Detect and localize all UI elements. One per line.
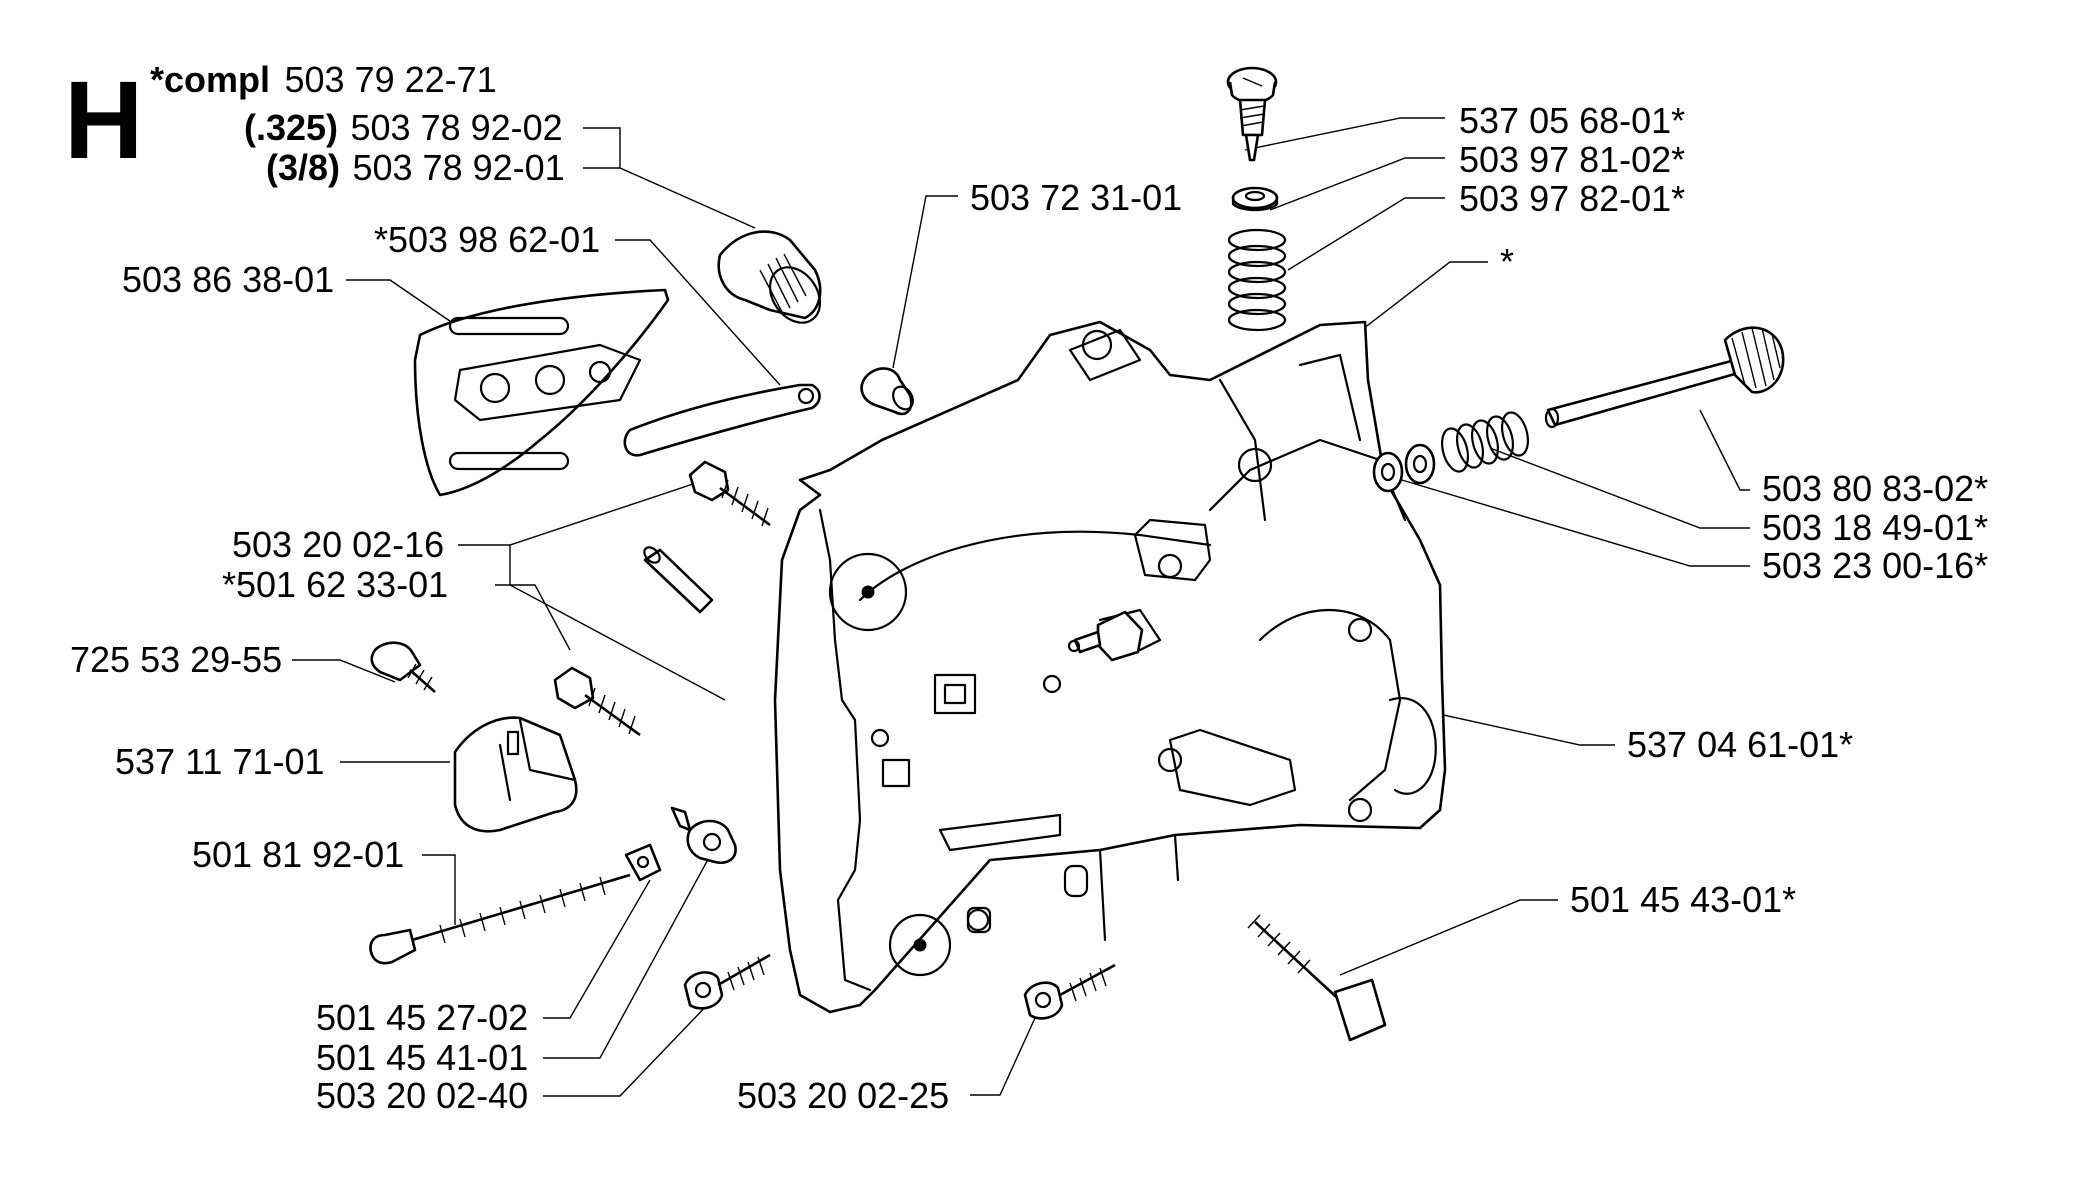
tensioner-window — [933, 673, 977, 715]
leader-503-20-02-16-a — [458, 479, 706, 546]
bolt-503-20-02-40 — [683, 953, 771, 1010]
variant-3-8-label: (3/8) — [266, 147, 340, 188]
label-537-05-68-01: 537 05 68-01* — [1459, 100, 1685, 141]
catch-537-11-71-01 — [453, 716, 578, 833]
label-503-98-62-01: *503 98 62-01 — [374, 219, 600, 260]
spacer-sleeve — [643, 546, 714, 614]
label-503-23-00-16: 503 23 00-16* — [1762, 545, 1988, 586]
variant-3-8-part-number: (3/8) 503 78 92-01 — [266, 147, 565, 188]
washers-503-23-00-16 — [1372, 443, 1436, 493]
leader-537-05-68-01 — [1244, 117, 1445, 151]
tensioner-knob — [717, 230, 822, 324]
label-503-20-02-40: 503 20 02-40 — [316, 1075, 528, 1116]
leader-503-80-83-02 — [1699, 409, 1750, 491]
label-503-20-02-25: 503 20 02-25 — [737, 1075, 949, 1116]
section-letter: H — [64, 59, 143, 182]
variant-3-8-number: 503 78 92-01 — [352, 147, 564, 188]
washer-503-97-81-02 — [1231, 186, 1279, 212]
variant-325-number: 503 78 92-02 — [351, 107, 563, 148]
clutch-cover — [773, 320, 1447, 1014]
label-503-97-82-01: 503 97 82-01* — [1459, 178, 1685, 219]
label-501-81-92-01: 501 81 92-01 — [192, 834, 404, 875]
leader-503-97-82-01 — [1287, 197, 1445, 271]
label-537-04-61-01: 537 04 61-01* — [1627, 724, 1853, 765]
label-503-72-31-01: 503 72 31-01 — [970, 177, 1182, 218]
leader-503-86-38-01 — [346, 279, 461, 329]
tensioner-pinion-503-80-83-02 — [1544, 326, 1785, 429]
leader-501-45-41-01 — [543, 851, 713, 1059]
pin-503-72-31-01 — [860, 367, 914, 416]
nipple-537-04-61-01 — [1067, 610, 1144, 662]
adjuster-screw-537-05-68-01 — [1226, 66, 1278, 162]
label-503-86-38-01: 503 86 38-01 — [122, 259, 334, 300]
leader-503-20-02-25 — [970, 1017, 1036, 1096]
bar-stud-boss-lower — [888, 913, 952, 977]
variant-325-part-number: (.325) 503 78 92-02 — [244, 107, 563, 148]
leader-503-20-02-16-b — [509, 545, 726, 701]
bolt-503-20-02-16-upper — [688, 460, 771, 527]
spring-503-97-82-01 — [1227, 228, 1287, 332]
label-501-45-27-02: 501 45 27-02 — [316, 997, 528, 1038]
chain-guide-strip — [623, 383, 821, 457]
leader-501-45-43-01 — [1339, 899, 1558, 976]
leader-501-81-92-01 — [422, 854, 456, 925]
leader-503-97-81-02 — [1269, 157, 1445, 211]
leader-bar-adjuster-bracket — [619, 167, 756, 229]
label-537-11-71-01: 537 11 71-01 — [115, 741, 325, 782]
label-503-80-83-02: 503 80 83-02* — [1762, 468, 1988, 509]
leader-503-23-00-16 — [1384, 474, 1750, 567]
nut-501-45-27-02 — [624, 843, 662, 882]
leader-503-72-31-01 — [892, 195, 958, 369]
spring-503-18-49-01 — [1440, 411, 1530, 473]
label-503-20-02-16: 503 20 02-16 — [232, 524, 444, 565]
screw-725-53-29-55 — [370, 641, 436, 693]
bar-guide-plate — [413, 288, 670, 497]
adjuster-screw — [369, 873, 631, 965]
leader-variant-bracket — [583, 127, 621, 169]
cover-hole-top — [1081, 329, 1113, 361]
label-star: * — [1500, 241, 1514, 282]
screw-501-45-43-01 — [1247, 914, 1387, 1042]
bolt-503-20-02-16-lower — [553, 666, 641, 737]
variant-325-label: (.325) — [244, 107, 338, 148]
label-503-97-81-02: 503 97 81-02* — [1459, 139, 1685, 180]
label-501-45-43-01: 501 45 43-01* — [1570, 879, 1796, 920]
leader-501-62-33-01 — [495, 584, 571, 651]
compl-part-number: *compl 503 79 22-71 — [150, 59, 497, 100]
leader-503-98-62-01 — [615, 239, 781, 386]
bar-stud-boss-upper — [828, 552, 908, 632]
label-501-45-41-01: 501 45 41-01 — [316, 1037, 528, 1078]
pin-501-45-41-01 — [670, 806, 737, 864]
leader-503-18-49-01 — [1489, 447, 1750, 529]
label-501-62-33-01: *501 62 33-01 — [222, 564, 448, 605]
bolt-503-20-02-25 — [1023, 963, 1116, 1020]
leader-503-20-02-40 — [543, 999, 713, 1097]
leader-501-45-27-02 — [543, 879, 651, 1019]
compl-number: 503 79 22-71 — [284, 59, 496, 100]
leader-725-53-29-55 — [292, 659, 396, 683]
compl-prefix: *compl — [150, 59, 270, 100]
label-725-53-29-55: 725 53 29-55 — [70, 639, 282, 680]
label-503-18-49-01: 503 18 49-01* — [1762, 507, 1988, 548]
